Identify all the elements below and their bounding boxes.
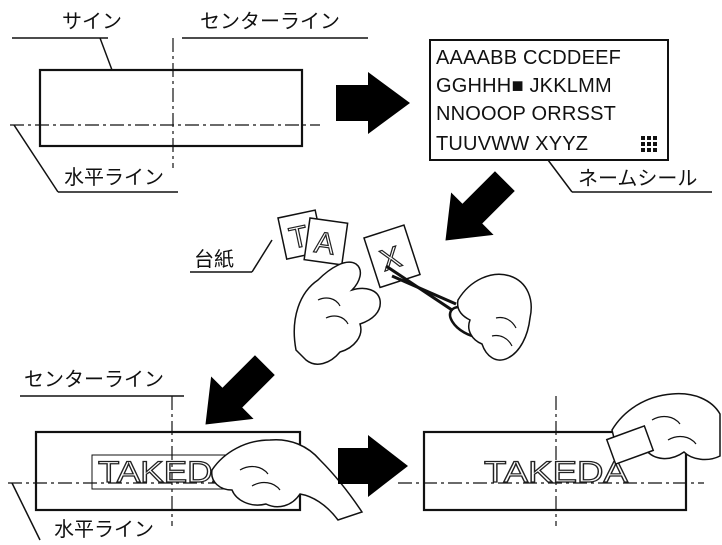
step5-finished-panel: TAKEDA: [398, 392, 721, 526]
sign-label: サイン: [62, 9, 122, 33]
seal-row-2: GGHHH■ JKKLMM: [436, 75, 612, 97]
seal-sheet-frame: [429, 39, 669, 161]
step1-sign-panel: サイン センターライン 水平ライン: [10, 9, 368, 193]
dots-grid-icon: [641, 136, 657, 152]
arrow-right-icon-2: [338, 435, 408, 497]
left-hand: [293, 261, 381, 365]
backing-piece-x: X: [363, 224, 421, 289]
seal-row-3: NNOOOP ORRSST: [436, 103, 616, 125]
horizontal-leader-line-bottom: [11, 482, 41, 541]
arrow-down-left-icon: [445, 171, 515, 241]
blank-sign-board: [38, 68, 304, 148]
peeled-backing: [605, 424, 655, 466]
seal-leader-line: [547, 159, 573, 193]
cutting-illustration: 台紙 T A X: [190, 209, 532, 365]
backing-piece-a: A: [303, 217, 349, 266]
horizontal-line-label-top: 水平ライン: [64, 165, 164, 189]
backing-paper-label: 台紙: [194, 247, 234, 271]
sign-leader-line: [99, 37, 113, 71]
seal-row-4: TUUVWW XYYZ: [436, 133, 588, 155]
seal-row-1: AAAABB CCDDEEF: [436, 47, 621, 69]
horizontal-leader-line: [13, 124, 59, 193]
name-seal-label: ネームシール: [578, 166, 697, 190]
arrow-right-icon: [336, 72, 410, 134]
pressing-hand: [211, 438, 364, 521]
arrow-down-left-icon-2: [205, 355, 275, 425]
finished-sign-text: TAKEDA: [484, 456, 628, 489]
applying-sign-text: TAKEDA: [98, 456, 236, 489]
center-line-label-bottom: センターライン: [24, 367, 164, 391]
name-seal-sheet: AAAABB CCDDEEF GGHHH■ JKKLMM NNOOOP ORRS…: [429, 39, 712, 193]
center-line-label-top: センターライン: [200, 9, 340, 33]
horizontal-line-label-bottom: 水平ライン: [54, 517, 154, 541]
step4-apply-panel: センターライン TAKEDA 水平ライン: [8, 367, 364, 541]
backing-leader-line: [251, 239, 273, 273]
right-hand: [456, 273, 532, 361]
